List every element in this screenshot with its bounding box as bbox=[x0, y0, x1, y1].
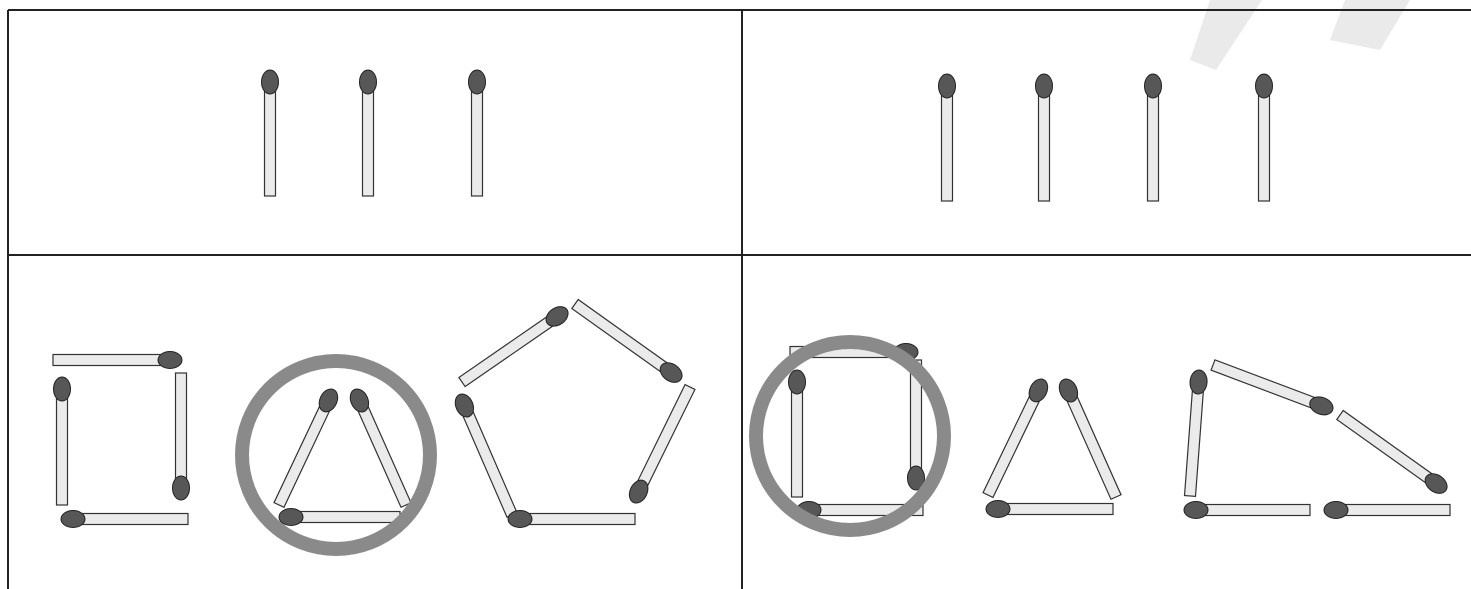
match-stick bbox=[792, 380, 803, 497]
match-head bbox=[1189, 369, 1208, 394]
match-head bbox=[469, 70, 486, 94]
panel-bottom-left bbox=[53, 297, 698, 549]
match-stick bbox=[1185, 380, 1205, 497]
match-head bbox=[61, 511, 85, 528]
match-stick bbox=[354, 396, 411, 507]
pentagon-bottom-match bbox=[508, 511, 635, 528]
match-stick bbox=[996, 504, 1113, 515]
match-head bbox=[1184, 502, 1208, 519]
match-stick bbox=[1039, 84, 1050, 201]
triangle-right-match bbox=[347, 386, 414, 508]
match-stick bbox=[983, 386, 1044, 497]
match-stick bbox=[71, 514, 188, 525]
standing-match-3 bbox=[469, 70, 486, 196]
triangle-bottom-match bbox=[986, 501, 1113, 518]
match-stick bbox=[1334, 505, 1450, 516]
match-head bbox=[789, 370, 806, 394]
standing-match-4 bbox=[1256, 74, 1273, 201]
panel-top-right bbox=[939, 74, 1273, 201]
match-stick bbox=[633, 385, 695, 496]
standing-match-1 bbox=[262, 70, 279, 196]
pentagon-top-left-match bbox=[457, 303, 572, 389]
standing-match-1 bbox=[939, 74, 956, 201]
match-stick bbox=[1194, 505, 1310, 516]
panel-bottom-right bbox=[756, 342, 1451, 530]
match-stick bbox=[1063, 386, 1121, 499]
panel-grid bbox=[8, 10, 1471, 589]
rectangle-top-match bbox=[53, 352, 182, 369]
match-stick bbox=[1148, 84, 1159, 201]
match-stick bbox=[57, 387, 68, 505]
triangle-left-match bbox=[271, 386, 341, 509]
match-stick bbox=[472, 80, 483, 196]
match-stick bbox=[1259, 84, 1270, 201]
match-head bbox=[939, 74, 956, 98]
pentagon-right-match bbox=[626, 383, 698, 506]
match-head bbox=[279, 509, 303, 526]
pentagon-top-right-match bbox=[570, 297, 686, 386]
standing-match-2 bbox=[360, 70, 377, 196]
watermark-stroke bbox=[1330, 0, 1410, 50]
rectangle-right-match bbox=[173, 373, 190, 500]
match-stick bbox=[942, 84, 953, 201]
match-stick bbox=[1211, 360, 1325, 412]
quad-bottom-left-match bbox=[1184, 502, 1310, 519]
match-stick bbox=[274, 396, 334, 507]
match-head bbox=[158, 352, 182, 369]
match-stick bbox=[265, 80, 276, 196]
match-head bbox=[54, 377, 71, 401]
standing-match-2 bbox=[1036, 74, 1053, 201]
panel-top-left bbox=[262, 70, 486, 196]
triangle-right-match bbox=[1056, 376, 1124, 500]
match-stick bbox=[363, 80, 374, 196]
quad-top-match bbox=[1210, 357, 1336, 418]
match-head bbox=[1145, 74, 1162, 98]
rectangle-bottom-match bbox=[61, 511, 188, 528]
quad-right-match bbox=[1335, 408, 1451, 497]
pentagon-left-match bbox=[452, 391, 520, 518]
match-head bbox=[1324, 502, 1348, 519]
quad-bottom-right-match bbox=[1324, 502, 1450, 519]
match-head bbox=[262, 70, 279, 94]
match-head bbox=[508, 511, 532, 528]
square-left-match bbox=[789, 370, 806, 497]
quad-left-match bbox=[1182, 369, 1208, 496]
match-head bbox=[1036, 74, 1053, 98]
match-stick bbox=[518, 514, 635, 525]
match-head bbox=[360, 70, 377, 94]
triangle-left-match bbox=[980, 376, 1051, 499]
standing-match-3 bbox=[1145, 74, 1162, 201]
match-head bbox=[986, 501, 1010, 518]
match-stick bbox=[289, 512, 400, 523]
rectangle-left-match bbox=[54, 377, 71, 505]
match-stick bbox=[459, 401, 517, 517]
match-head bbox=[173, 476, 190, 500]
match-stick bbox=[53, 355, 172, 366]
match-head bbox=[1256, 74, 1273, 98]
triangle-bottom-match bbox=[279, 509, 400, 526]
match-stick bbox=[176, 373, 187, 490]
